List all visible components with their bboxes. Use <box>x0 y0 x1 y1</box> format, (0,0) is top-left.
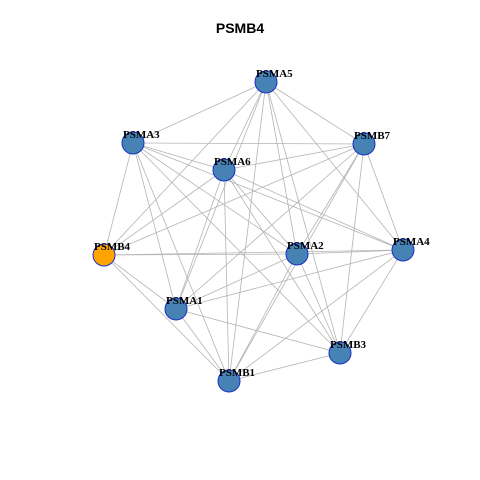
node-label-psmb4: PSMB4 <box>94 241 131 253</box>
edge-psma3-psma4 <box>132 142 404 251</box>
edge-psmb7-psma2 <box>296 143 365 255</box>
edge-psma5-psmb3 <box>265 81 341 354</box>
node-psma4 <box>391 238 415 262</box>
edge-psma6-psma2 <box>223 169 298 255</box>
node-psma1 <box>164 297 188 321</box>
node-psmb1 <box>217 369 241 393</box>
node-psmb7 <box>352 132 376 156</box>
edge-psma5-psma4 <box>265 81 404 251</box>
edge-psmb3-psmb1 <box>228 352 341 382</box>
node-label-psmb7: PSMB7 <box>354 130 391 142</box>
edge-psma3-psma1 <box>132 142 177 310</box>
node-label-psmb1: PSMB1 <box>219 367 255 379</box>
node-layer <box>92 70 415 393</box>
node-label-psma4: PSMA4 <box>393 236 430 248</box>
node-psma2 <box>285 242 309 266</box>
edge-psma2-psma4 <box>296 249 404 255</box>
edge-psmb7-psma6 <box>223 143 365 171</box>
edge-psma2-psma1 <box>175 253 298 310</box>
edge-psma3-psmb4 <box>103 142 134 256</box>
node-psmb4 <box>92 243 116 267</box>
edge-psma5-psma2 <box>265 81 298 255</box>
node-psma3 <box>121 131 145 155</box>
edge-psma3-psmb3 <box>132 142 341 354</box>
edge-psma3-psmb1 <box>132 142 230 382</box>
edge-psmb7-psma4 <box>363 143 404 251</box>
edge-psma3-psma2 <box>132 142 298 255</box>
node-psma5 <box>254 70 278 94</box>
edge-psma3-psmb7 <box>132 142 365 145</box>
edge-psma2-psmb1 <box>228 253 298 382</box>
node-label-psma5: PSMA5 <box>256 68 293 80</box>
edge-psma4-psmb1 <box>228 249 404 382</box>
edge-psma5-psma6 <box>223 81 267 171</box>
edge-psmb7-psmb4 <box>103 143 365 256</box>
edge-psma5-psmb7 <box>265 81 365 145</box>
edge-psmb7-psma1 <box>175 143 365 310</box>
edge-psma5-psmb1 <box>228 81 267 382</box>
node-label-psma1: PSMA1 <box>166 295 203 307</box>
node-label-psmb3: PSMB3 <box>330 339 367 351</box>
edge-psma5-psma1 <box>175 81 267 310</box>
edge-psma5-psma3 <box>132 81 267 144</box>
edge-psma6-psma1 <box>175 169 225 310</box>
edge-psma6-psmb4 <box>103 169 225 256</box>
edge-psma2-psmb3 <box>296 253 341 354</box>
edge-psmb7-psmb3 <box>339 143 365 354</box>
edge-psma4-psmb3 <box>339 249 404 354</box>
node-label-psma6: PSMA6 <box>214 156 251 168</box>
node-psma6 <box>212 158 236 182</box>
node-psmb3 <box>328 341 352 365</box>
edge-psma1-psmb1 <box>175 308 230 382</box>
edge-psma6-psma4 <box>223 169 404 251</box>
edge-psma4-psma1 <box>175 249 404 310</box>
edge-psma5-psmb4 <box>103 81 267 256</box>
chart-title: PSMB4 <box>215 20 265 36</box>
edge-psmb4-psma4 <box>103 249 404 256</box>
node-label-psma2: PSMA2 <box>287 240 324 252</box>
edge-layer <box>103 81 404 382</box>
edge-psma6-psmb1 <box>223 169 230 382</box>
node-label-psma3: PSMA3 <box>123 129 160 141</box>
edge-psma3-psma6 <box>132 142 225 171</box>
edge-psmb4-psma1 <box>103 254 177 310</box>
edge-psmb4-psmb1 <box>103 254 230 382</box>
edge-psma1-psmb3 <box>175 308 341 354</box>
edge-psma6-psmb3 <box>223 169 341 354</box>
